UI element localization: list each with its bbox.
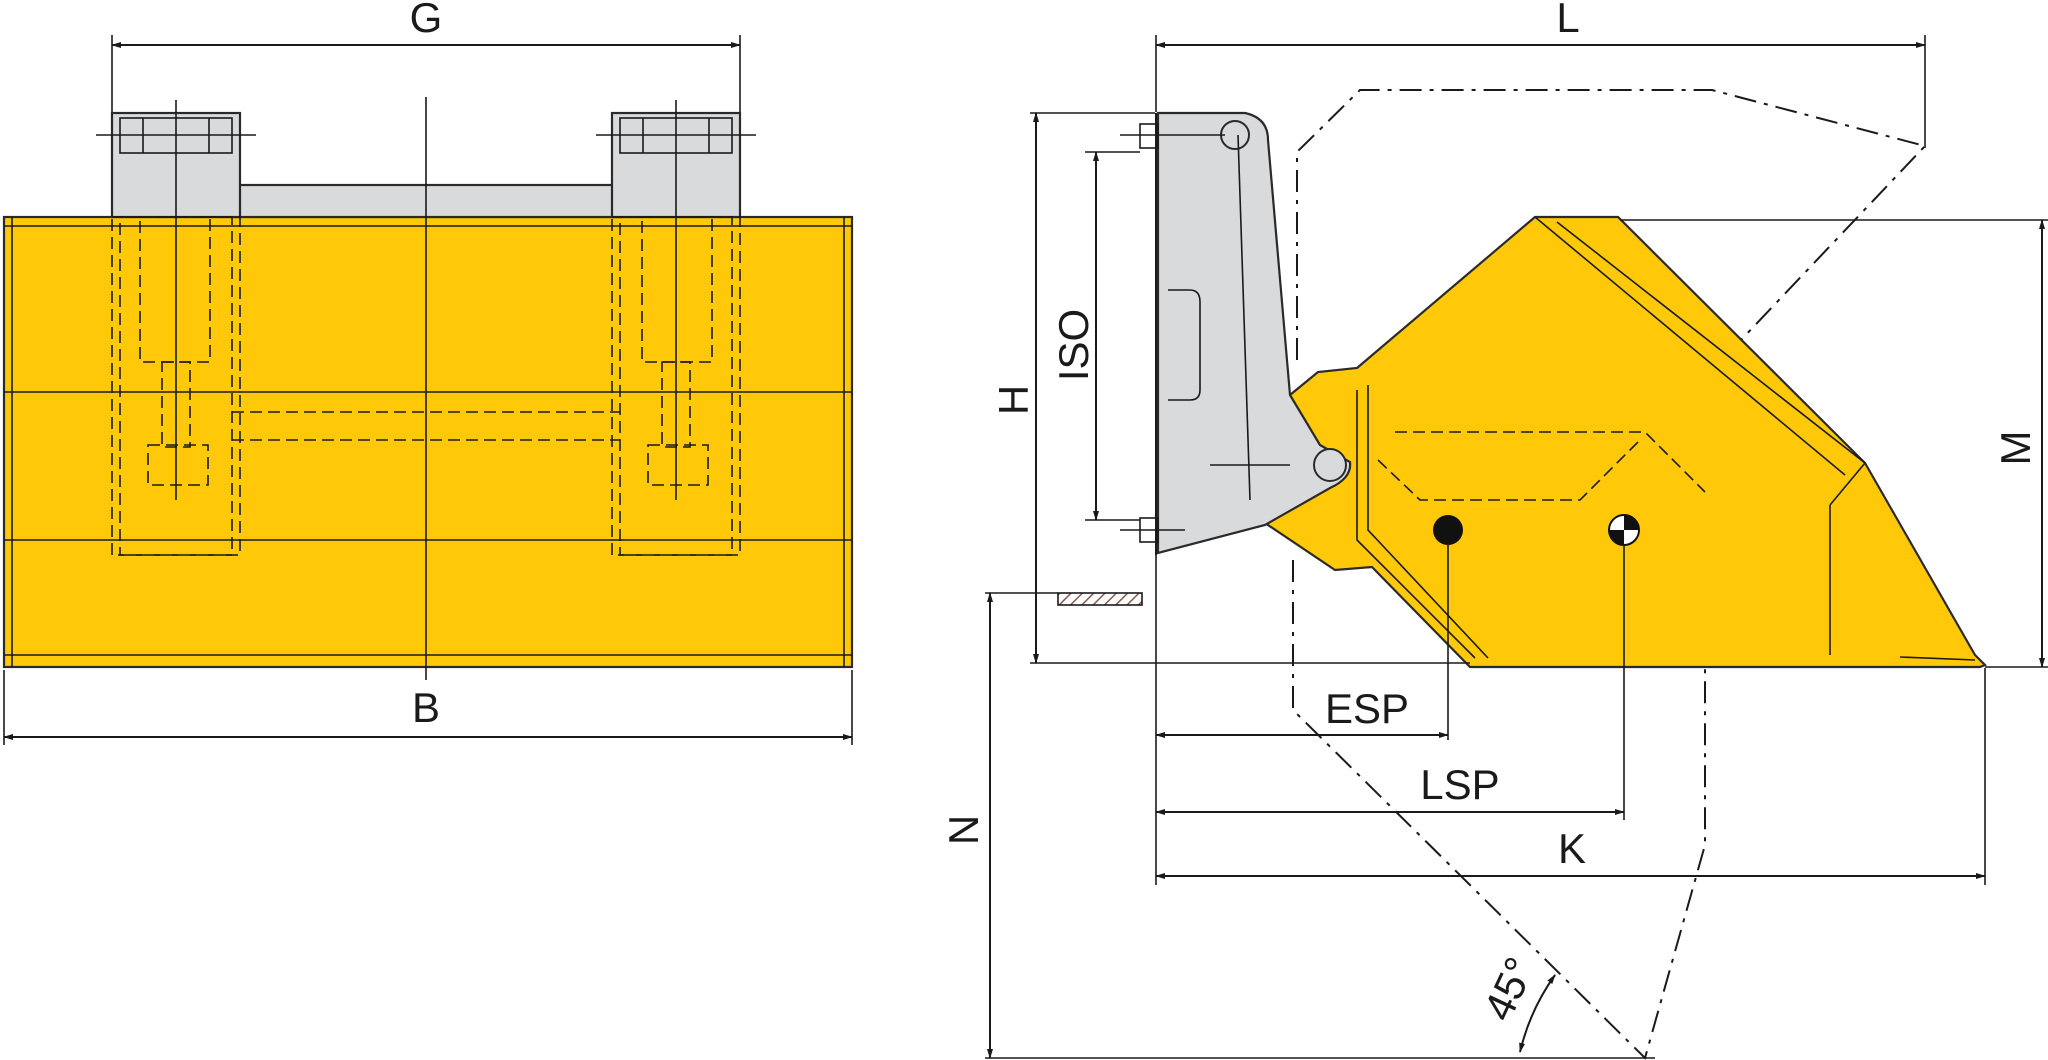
front-crossbeam [233, 183, 623, 219]
side-bucket-body [1263, 215, 1987, 669]
dim-LSP-label: LSP [1420, 761, 1499, 808]
dim-K-label: K [1558, 825, 1586, 872]
angle-label: 45° [1474, 950, 1543, 1027]
upper-pivot-pin [1220, 120, 1250, 150]
front-bucket-body [2, 215, 854, 669]
dim-ESP-label: ESP [1325, 685, 1409, 732]
front-bracket-right [596, 100, 756, 556]
side-view: L H ISO M N ESP LSP K 45° [940, 0, 2048, 1060]
center-of-gravity-loaded [1608, 514, 1640, 546]
angle-arc [1519, 974, 1556, 1053]
side-bracket [1156, 111, 1352, 555]
tilted-bucket-outline-upper [1296, 89, 1927, 361]
front-bracket-left [96, 100, 256, 556]
dim-M-label: M [1992, 431, 2039, 466]
dim-B-label: B [412, 684, 440, 731]
hatched-marker [1057, 592, 1143, 606]
dim-N-label: N [940, 815, 987, 845]
dim-G-label: G [410, 0, 443, 41]
center-of-gravity-empty [1433, 515, 1463, 545]
lower-pivot-pin [1313, 448, 1347, 482]
dim-L-label: L [1556, 0, 1579, 41]
dim-H-label: H [990, 385, 1037, 415]
dim-ISO-label: ISO [1050, 309, 1097, 381]
front-view: G B [2, 0, 854, 745]
